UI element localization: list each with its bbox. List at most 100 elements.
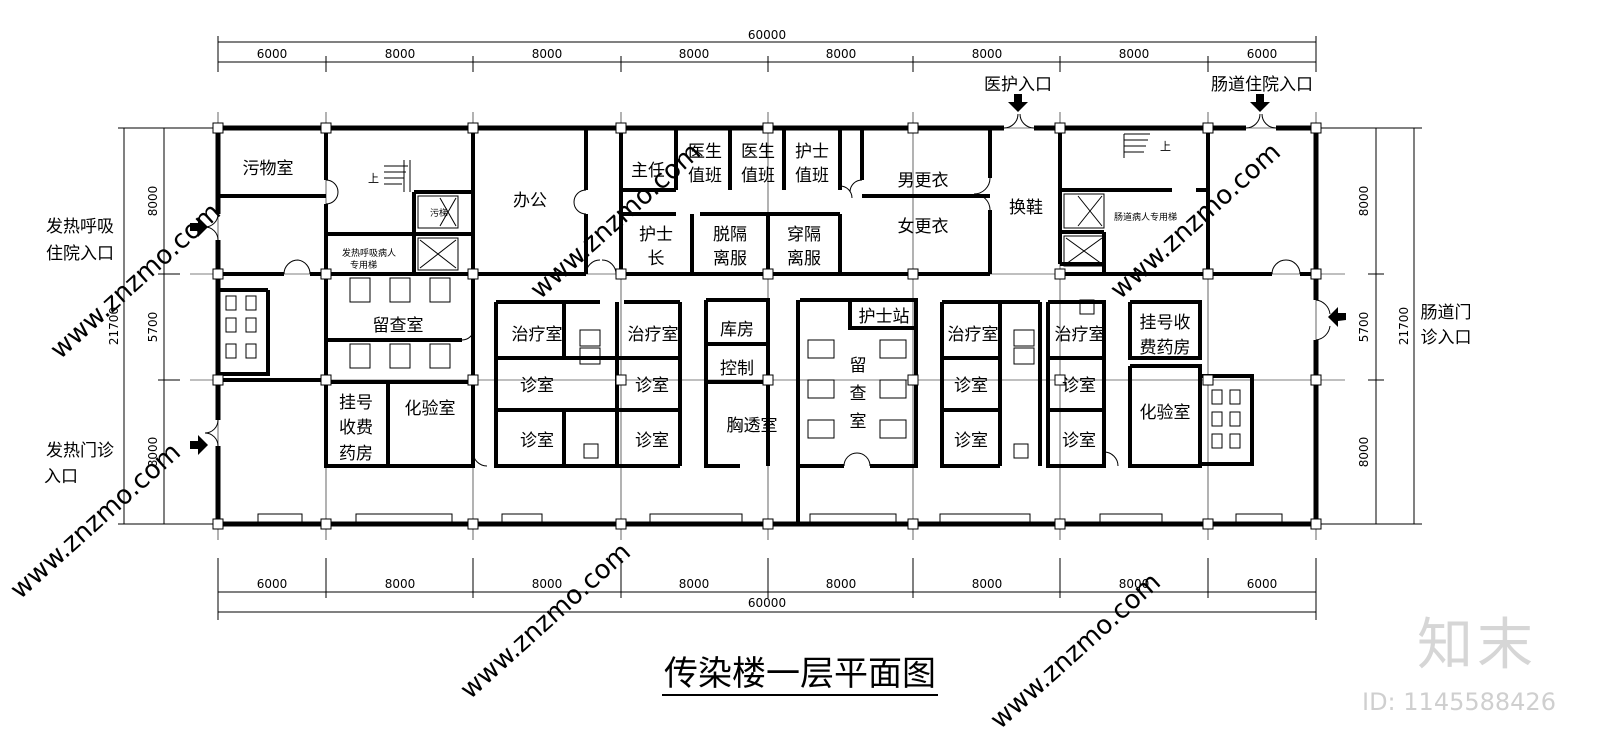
room-shoes: 换鞋	[1009, 198, 1043, 218]
room-consult-7: 诊室	[954, 431, 988, 451]
structural-column	[320, 122, 332, 134]
entrance-intestinal-inpatient: 肠道住院入口	[1211, 75, 1313, 95]
entrance-intestinal-clinic-2: 诊入口	[1421, 328, 1472, 348]
room-nurse-duty-2: 值班	[795, 166, 829, 186]
structural-column	[1202, 268, 1214, 280]
room-undress-1: 脱隔	[713, 225, 747, 245]
arrow-right-icon	[190, 217, 208, 237]
room-undress-2: 离服	[713, 249, 747, 269]
left-dimensions: 21700 8000 5700 8000	[107, 127, 218, 525]
room-consult-3: 诊室	[520, 431, 554, 451]
room-consult-1: 诊室	[520, 376, 554, 396]
lift-boxes	[417, 193, 1105, 271]
stair-right: 上	[1123, 133, 1171, 158]
dimension-bay: 6000	[1247, 47, 1278, 61]
toilet	[225, 343, 237, 359]
dimension-side-span: 8000	[146, 186, 160, 217]
structural-column	[320, 268, 332, 280]
structural-column	[762, 374, 774, 386]
dimension-side-span: 8000	[1357, 186, 1371, 217]
drawing-title: 传染楼一层平面图	[0, 646, 1600, 696]
bed	[429, 277, 451, 303]
room-office: 办公	[513, 191, 547, 211]
room-registration-1: 挂号	[339, 393, 373, 413]
bed	[807, 379, 835, 399]
dimension-bay: 8000	[385, 577, 416, 591]
bed	[879, 339, 907, 359]
toilet	[245, 295, 257, 311]
structural-column	[1054, 268, 1066, 280]
room-observation-left: 留查室	[373, 316, 424, 336]
room-registration-right-1: 挂号收	[1140, 313, 1191, 333]
toilet	[245, 343, 257, 359]
structural-column	[320, 518, 332, 530]
entrance-intestinal-clinic-1: 肠道门	[1421, 303, 1472, 323]
sink-grid	[579, 329, 601, 347]
structural-column	[762, 518, 774, 530]
arrow-left-icon	[1328, 307, 1346, 327]
structural-column	[212, 122, 224, 134]
room-treatment-2: 治疗室	[628, 325, 679, 345]
dimension-bay: 8000	[532, 47, 563, 61]
room-head-nurse-2: 长	[648, 249, 665, 269]
room-nurse-duty-1: 护士	[795, 142, 829, 162]
structural-column	[615, 374, 627, 386]
structural-column	[320, 374, 332, 386]
image-id: ID: 1145588426	[1362, 688, 1556, 716]
room-male-change: 男更衣	[898, 171, 949, 191]
structural-column	[467, 374, 479, 386]
dimension-bay: 8000	[679, 47, 710, 61]
toilet	[1229, 433, 1241, 449]
bed	[349, 343, 371, 369]
structural-column	[907, 374, 919, 386]
room-dress-2: 离服	[787, 249, 821, 269]
columns	[212, 122, 1322, 530]
doors	[204, 113, 1331, 467]
room-observation-center-2: 查	[850, 384, 867, 404]
toilet	[1211, 433, 1223, 449]
room-consult-5: 诊室	[954, 376, 988, 396]
dimension-bay: 8000	[1119, 577, 1150, 591]
room-dirty-lift: 污梯	[430, 207, 448, 219]
stair-left: 上	[368, 160, 411, 192]
dimension-bay: 8000	[972, 47, 1003, 61]
structural-column	[1054, 374, 1066, 386]
room-doctor-duty-1b: 医生	[741, 142, 775, 162]
structural-column	[1310, 374, 1322, 386]
room-control: 控制	[720, 359, 754, 379]
room-observation-center-1: 留	[850, 356, 867, 376]
dimension-side-span: 5700	[1357, 312, 1371, 343]
room-dress-1: 穿隔	[787, 225, 821, 245]
room-lab-left: 化验室	[405, 399, 456, 419]
structural-column	[1054, 122, 1066, 134]
dimension-bay: 8000	[385, 47, 416, 61]
entrance-fever-clinic-1: 发热门诊	[46, 441, 114, 461]
room-consult-4: 诊室	[635, 431, 669, 451]
entrance-medical: 医护入口	[984, 75, 1052, 95]
window	[649, 513, 743, 523]
room-registration-2: 收费	[339, 418, 373, 438]
bed	[879, 379, 907, 399]
dimension-side-span: 5700	[146, 312, 160, 343]
room-doctor-duty-1: 医生	[688, 142, 722, 162]
room-xray: 胸透室	[727, 416, 778, 436]
room-dirty: 污物室	[243, 159, 294, 179]
toilet	[1229, 389, 1241, 405]
right-dimensions: 8000 5700 8000 21700	[1316, 127, 1422, 525]
toilet	[1211, 411, 1223, 427]
arrow-right-icon	[190, 435, 208, 455]
sink-grid	[583, 443, 599, 459]
structural-column	[1202, 374, 1214, 386]
structural-column	[762, 268, 774, 280]
dimension-bay: 6000	[257, 577, 288, 591]
dimension-bay: 8000	[679, 577, 710, 591]
top-dimensions: 60000 6000 8000 8000 8000 8000 8000 8000…	[217, 28, 1317, 72]
bed	[429, 343, 451, 369]
sink-grid	[1079, 299, 1095, 315]
bottom-dimensions: 6000 8000 8000 8000 8000 8000 8000 6000 …	[217, 558, 1317, 620]
structural-column	[615, 518, 627, 530]
fixtures	[225, 277, 1283, 523]
structural-column	[212, 518, 224, 530]
room-doctor-duty-2: 值班	[688, 166, 722, 186]
